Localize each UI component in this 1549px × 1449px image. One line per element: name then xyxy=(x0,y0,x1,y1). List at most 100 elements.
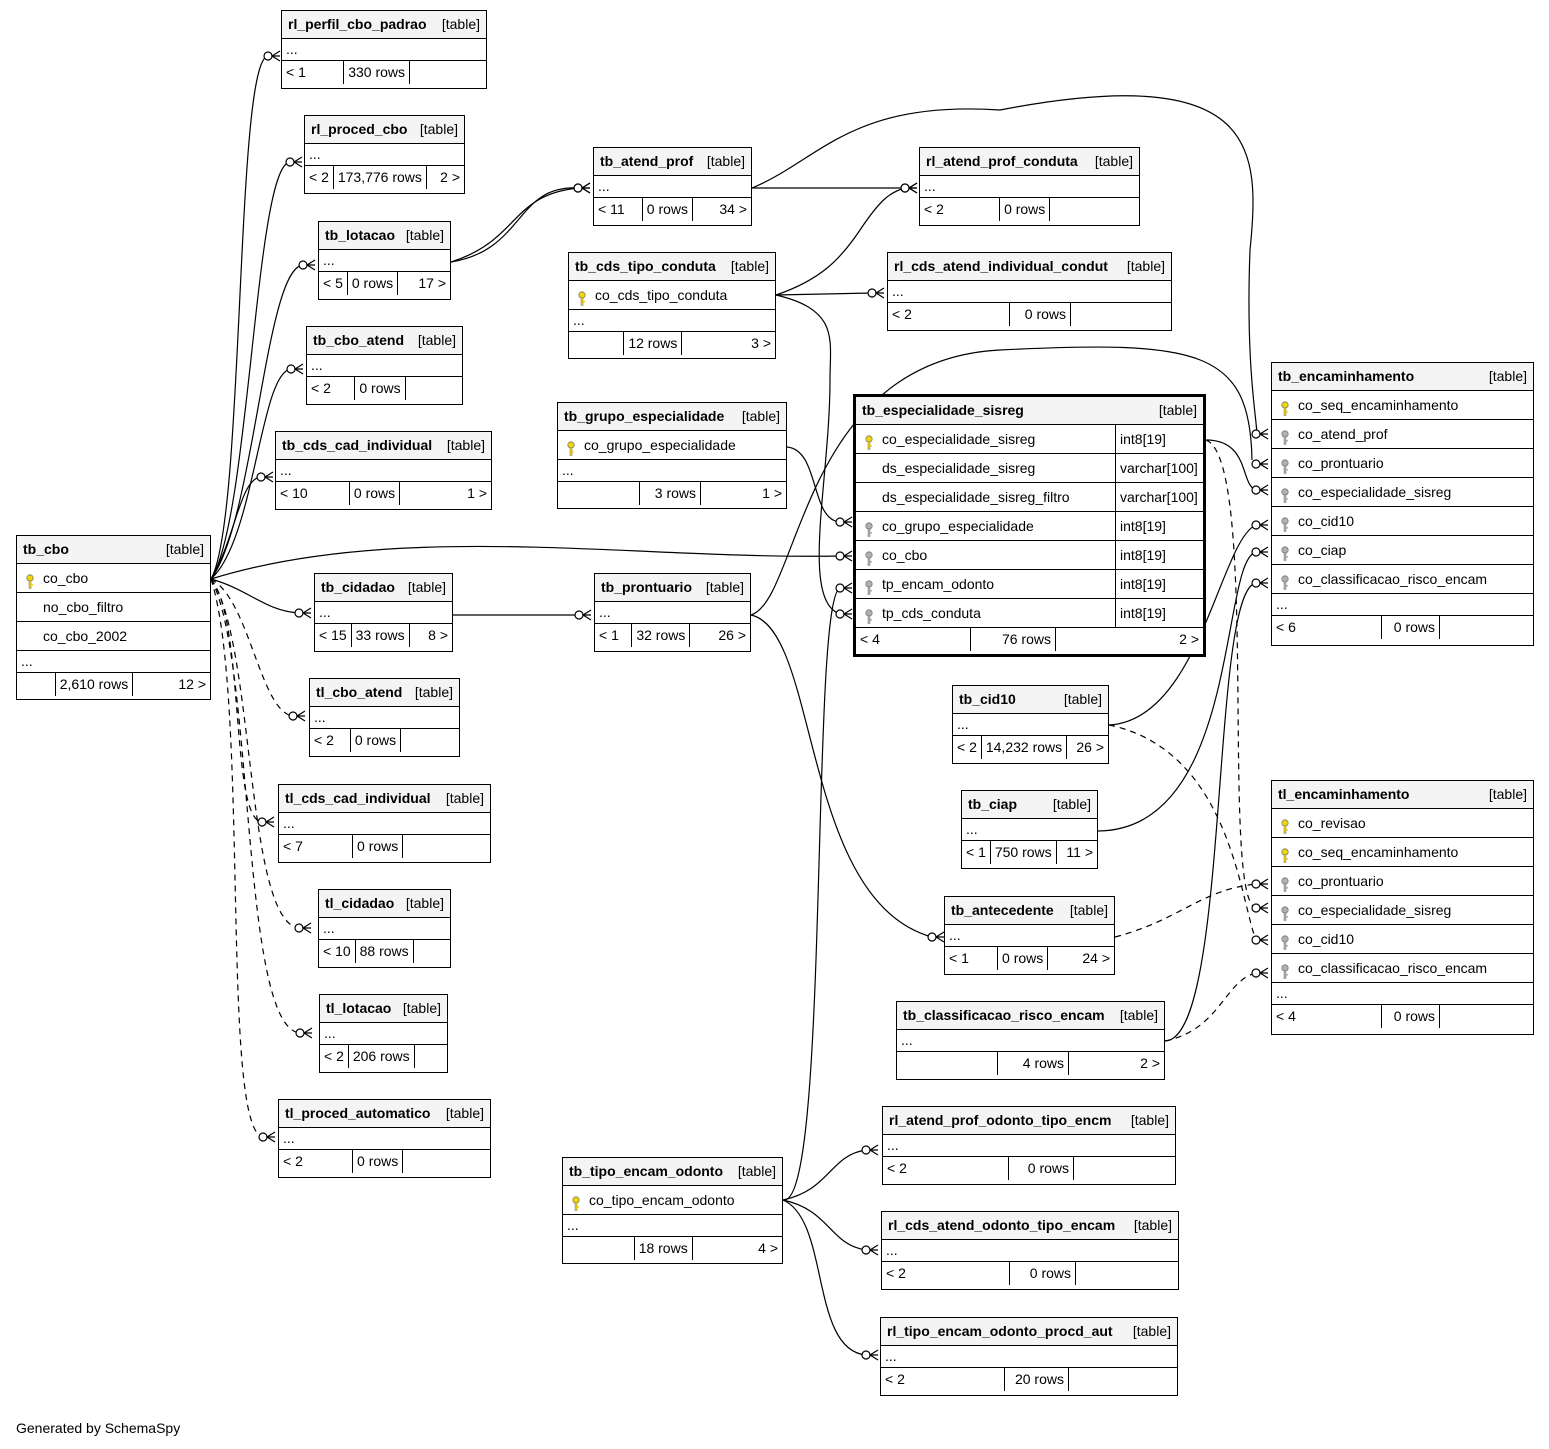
parents-count[interactable]: < 2 xyxy=(920,198,1001,221)
parents-count[interactable]: < 11 xyxy=(594,198,643,221)
more-columns[interactable]: ... xyxy=(279,1128,490,1150)
children-count[interactable]: 24 > xyxy=(1082,950,1110,966)
column-row[interactable]: co_prontuario xyxy=(1272,449,1533,478)
table-header[interactable]: tb_cds_cad_individual[table] xyxy=(276,432,491,460)
more-columns[interactable]: ... xyxy=(569,310,775,332)
table-header[interactable]: tl_encaminhamento[table] xyxy=(1272,781,1533,809)
table-tb-encaminhamento[interactable]: tb_encaminhamento[table]co_seq_encaminha… xyxy=(1271,362,1534,646)
children-count[interactable]: 2 > xyxy=(440,169,460,185)
table-header[interactable]: tb_ciap[table] xyxy=(962,791,1097,819)
children-count[interactable] xyxy=(403,1150,490,1173)
table-header[interactable]: tb_grupo_especialidade[table] xyxy=(558,403,786,431)
children-count[interactable]: 2 > xyxy=(1179,631,1199,647)
table-header[interactable]: tb_lotacao[table] xyxy=(319,222,450,250)
children-count[interactable]: 4 > xyxy=(758,1240,778,1256)
parents-count[interactable]: < 4 xyxy=(856,628,971,651)
children-count[interactable] xyxy=(401,729,459,752)
more-columns[interactable]: ... xyxy=(310,707,459,729)
parents-count[interactable]: < 1 xyxy=(595,624,633,647)
more-columns[interactable]: ... xyxy=(282,39,486,61)
more-columns[interactable]: ... xyxy=(897,1030,1164,1052)
column-row[interactable]: co_especialidade_sisreg xyxy=(1272,478,1533,507)
children-count[interactable] xyxy=(403,835,490,858)
children-count[interactable]: 2 > xyxy=(1140,1055,1160,1071)
parents-count[interactable] xyxy=(558,482,640,505)
column-row[interactable]: co_ciap xyxy=(1272,536,1533,565)
table-header[interactable]: rl_cds_atend_individual_condut[table] xyxy=(888,253,1171,281)
table-header[interactable]: tb_cidadao[table] xyxy=(315,574,452,602)
parents-count[interactable]: < 1 xyxy=(282,61,345,84)
more-columns[interactable]: ... xyxy=(279,813,490,835)
parents-count[interactable] xyxy=(17,673,56,696)
children-count[interactable] xyxy=(414,940,450,963)
more-columns[interactable]: ... xyxy=(1272,594,1533,616)
more-columns[interactable]: ... xyxy=(558,460,786,482)
children-count[interactable]: 3 > xyxy=(751,335,771,351)
more-columns[interactable]: ... xyxy=(305,144,464,166)
more-columns[interactable]: ... xyxy=(881,1346,1177,1368)
table-tb-especialidade-sisreg[interactable]: tb_especialidade_sisreg[table]co_especia… xyxy=(853,394,1206,657)
more-columns[interactable]: ... xyxy=(945,925,1114,947)
parents-count[interactable] xyxy=(569,332,625,355)
children-count[interactable] xyxy=(1440,1005,1533,1028)
more-columns[interactable]: ... xyxy=(319,918,450,940)
table-header[interactable]: tb_prontuario[table] xyxy=(595,574,750,602)
more-columns[interactable]: ... xyxy=(17,651,210,673)
parents-count[interactable]: < 10 xyxy=(319,940,356,963)
children-count[interactable] xyxy=(1071,303,1171,326)
children-count[interactable] xyxy=(406,377,462,400)
more-columns[interactable]: ... xyxy=(953,714,1108,736)
parents-count[interactable]: < 2 xyxy=(953,736,982,759)
children-count[interactable]: 1 > xyxy=(762,485,782,501)
column-row[interactable]: co_atend_prof xyxy=(1272,420,1533,449)
table-rl-cds-atend-odonto-tipo-encam[interactable]: rl_cds_atend_odonto_tipo_encam[table]...… xyxy=(881,1211,1179,1290)
table-header[interactable]: tb_classificacao_risco_encam[table] xyxy=(897,1002,1164,1030)
table-header[interactable]: tl_cds_cad_individual[table] xyxy=(279,785,490,813)
children-count[interactable]: 12 > xyxy=(178,676,206,692)
parents-count[interactable]: < 15 xyxy=(315,624,352,647)
table-header[interactable]: rl_proced_cbo[table] xyxy=(305,116,464,144)
parents-count[interactable]: < 2 xyxy=(881,1368,1005,1391)
parents-count[interactable]: < 2 xyxy=(883,1157,1009,1180)
table-tb-tipo-encam-odonto[interactable]: tb_tipo_encam_odonto[table]co_tipo_encam… xyxy=(562,1157,783,1264)
parents-count[interactable]: < 2 xyxy=(888,303,1010,326)
more-columns[interactable]: ... xyxy=(307,355,462,377)
table-header[interactable]: tb_cds_tipo_conduta[table] xyxy=(569,253,775,281)
table-header[interactable]: rl_cds_atend_odonto_tipo_encam[table] xyxy=(882,1212,1178,1240)
parents-count[interactable]: < 4 xyxy=(1272,1005,1382,1028)
column-row[interactable]: co_cid10 xyxy=(1272,925,1533,954)
children-count[interactable] xyxy=(415,1045,447,1068)
more-columns[interactable]: ... xyxy=(320,1023,447,1045)
column-row[interactable]: co_cds_tipo_conduta xyxy=(569,281,775,310)
table-header[interactable]: tl_proced_automatico[table] xyxy=(279,1100,490,1128)
parents-count[interactable]: < 2 xyxy=(279,1150,354,1173)
children-count[interactable] xyxy=(410,61,486,84)
children-count[interactable] xyxy=(1440,616,1533,639)
column-row[interactable]: co_tipo_encam_odonto xyxy=(563,1186,782,1215)
parents-count[interactable]: < 2 xyxy=(310,729,351,752)
children-count[interactable] xyxy=(1050,198,1139,221)
table-header[interactable]: tb_antecedente[table] xyxy=(945,897,1114,925)
more-columns[interactable]: ... xyxy=(563,1215,782,1237)
table-header[interactable]: rl_perfil_cbo_padrao[table] xyxy=(282,11,486,39)
parents-count[interactable]: < 2 xyxy=(307,377,356,400)
table-header[interactable]: tb_especialidade_sisreg[table] xyxy=(856,397,1203,425)
more-columns[interactable]: ... xyxy=(883,1135,1175,1157)
more-columns[interactable]: ... xyxy=(920,176,1139,198)
table-header[interactable]: tb_cid10[table] xyxy=(953,686,1108,714)
column-row[interactable]: co_especialidade_sisreg xyxy=(1272,896,1533,925)
more-columns[interactable]: ... xyxy=(594,176,751,198)
